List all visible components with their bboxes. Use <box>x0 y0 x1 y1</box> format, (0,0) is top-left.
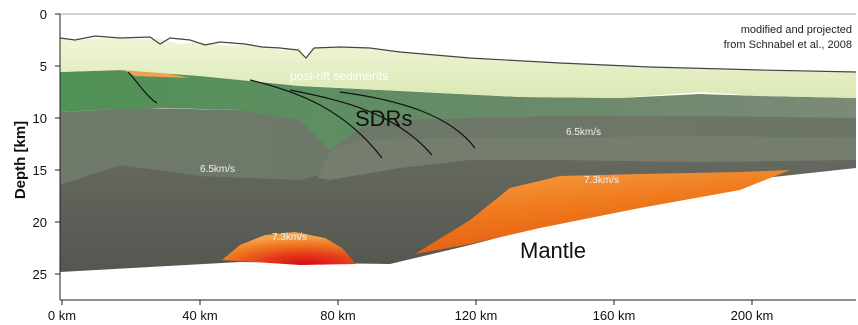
y-tick-label: 0 <box>40 7 47 22</box>
upper-crust-right <box>318 136 856 180</box>
x-tick-label: 160 km <box>593 308 636 323</box>
y-ticks <box>55 13 60 275</box>
sdrs-label: SDRs <box>355 106 412 131</box>
y-axis-label: Depth [km] <box>12 121 29 199</box>
y-tick-label: 10 <box>33 111 47 126</box>
credit-line-1: modified and projected <box>741 24 852 36</box>
velocity-label: 7.3km/s <box>584 175 619 186</box>
velocity-label: 7.3km/s <box>272 232 307 243</box>
y-tick-label: 5 <box>40 59 47 74</box>
seafloor-line <box>59 35 857 73</box>
mantle-label: Mantle <box>520 238 586 263</box>
y-tick-label: 20 <box>33 215 47 230</box>
y-tick-label: 25 <box>33 267 47 282</box>
post-rift-label: post-rift sediments <box>290 69 388 83</box>
x-tick-label: 80 km <box>320 308 355 323</box>
post-rift-sediments <box>60 38 856 98</box>
x-tick-label: 0 km <box>48 308 76 323</box>
credit-line-2: from Schnabel et al., 2008 <box>724 39 852 51</box>
y-tick-label: 15 <box>33 163 47 178</box>
x-tick-label: 200 km <box>731 308 774 323</box>
high-velocity-body-right <box>415 170 790 254</box>
velocity-label: 6.5km/s <box>566 127 601 138</box>
x-tick-label: 120 km <box>455 308 498 323</box>
x-ticks <box>61 300 753 305</box>
velocity-label: 6.5km/s <box>200 164 235 175</box>
sdr-reflectors <box>127 71 476 159</box>
x-tick-label: 40 km <box>182 308 217 323</box>
high-velocity-body-left <box>222 232 356 265</box>
sdr-wedge <box>60 70 856 150</box>
